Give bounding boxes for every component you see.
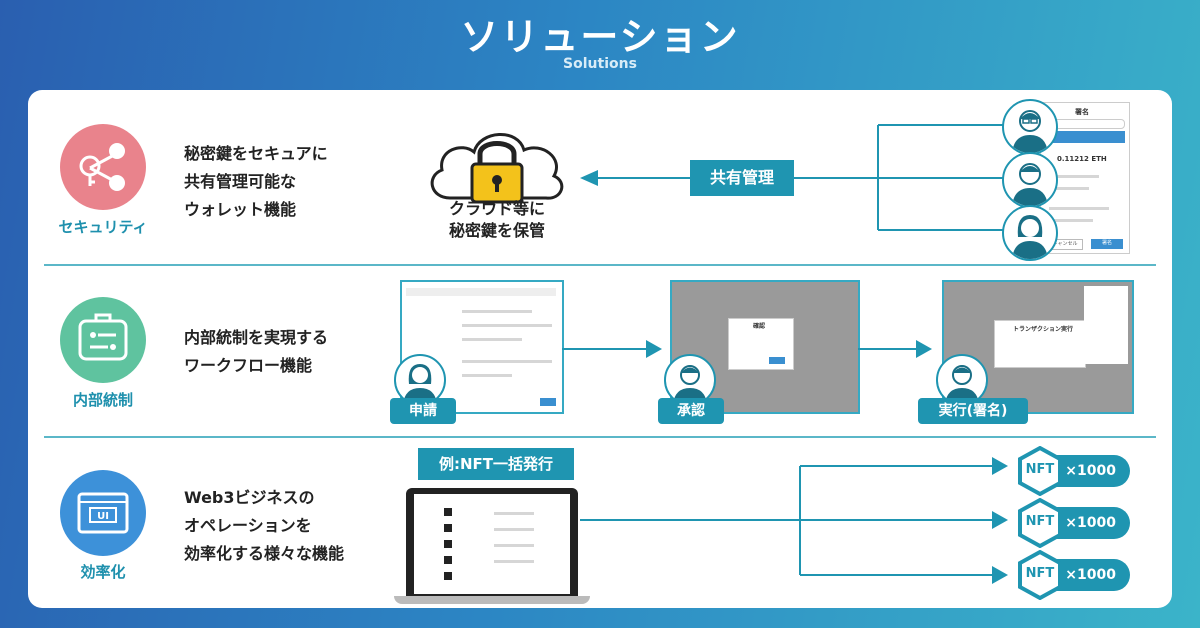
row-divider <box>44 436 1156 438</box>
nft-badge-text: NFT <box>1025 514 1055 529</box>
efficiency-icon: UI <box>60 470 146 556</box>
desc-line: 効率化する様々な機能 <box>184 544 345 563</box>
desc-line: Web3ビジネスの <box>184 488 315 507</box>
user-avatar-icon <box>1002 152 1058 208</box>
sign-confirm-button[interactable]: 署名 <box>1091 239 1123 249</box>
security-description: 秘密鍵をセキュアに 共有管理可能な ウォレット機能 <box>184 140 328 224</box>
laptop-icon <box>406 488 578 598</box>
cloud-lock-icon <box>422 118 572 208</box>
desc-line: 共有管理可能な <box>184 172 297 191</box>
cloud-caption: クラウド等に 秘密鍵を保管 <box>436 198 558 242</box>
category-efficiency: 効率化 <box>80 563 126 581</box>
step-execute-label: 実行(署名) <box>918 398 1028 424</box>
laptop-base <box>394 596 590 604</box>
desc-line: ワークフロー機能 <box>184 356 313 375</box>
workflow-icon <box>60 297 146 383</box>
efficiency-description: Web3ビジネスの オペレーションを 効率化する様々な機能 <box>184 484 344 568</box>
nft-badge-text: NFT <box>1025 462 1055 477</box>
desc-line: ウォレット機能 <box>184 200 297 219</box>
caption-line: クラウド等に <box>448 199 545 218</box>
sign-amount: 0.11212 ETH <box>1057 155 1107 163</box>
modal-title: 確認 <box>753 323 766 330</box>
row-divider <box>44 264 1156 266</box>
nft-icon: NFT <box>1016 497 1064 549</box>
sign-title: 署名 <box>1075 108 1089 116</box>
internal-control-description: 内部統制を実現する ワークフロー機能 <box>184 324 328 380</box>
step-request-label: 申請 <box>390 398 456 424</box>
executor-avatar-icon <box>936 354 988 406</box>
shared-management-label: 共有管理 <box>690 160 794 196</box>
security-icon <box>60 124 146 210</box>
nft-icon: NFT <box>1016 549 1064 601</box>
nft-icon: NFT <box>1016 445 1064 497</box>
desc-line: 内部統制を実現する <box>184 328 329 347</box>
desc-line: オペレーションを <box>184 516 312 535</box>
category-security: セキュリティ <box>58 218 148 236</box>
category-internal-control: 内部統制 <box>72 391 133 409</box>
desc-line: 秘密鍵をセキュアに <box>184 144 328 163</box>
user-avatar-icon <box>1002 205 1058 261</box>
confirm-modal: 確認 <box>728 318 794 370</box>
svg-text:UI: UI <box>97 511 109 522</box>
nft-badge-text: NFT <box>1025 566 1055 581</box>
tx-modal-title: トランザクション実行 <box>1013 326 1074 333</box>
example-label: 例:NFT一括発行 <box>418 448 574 480</box>
applicant-avatar-icon <box>394 354 446 406</box>
caption-line: 秘密鍵を保管 <box>448 221 545 240</box>
step-approve-label: 承認 <box>658 398 724 424</box>
page-subtitle: Solutions <box>563 56 637 72</box>
page-title: ソリューション <box>460 15 740 59</box>
